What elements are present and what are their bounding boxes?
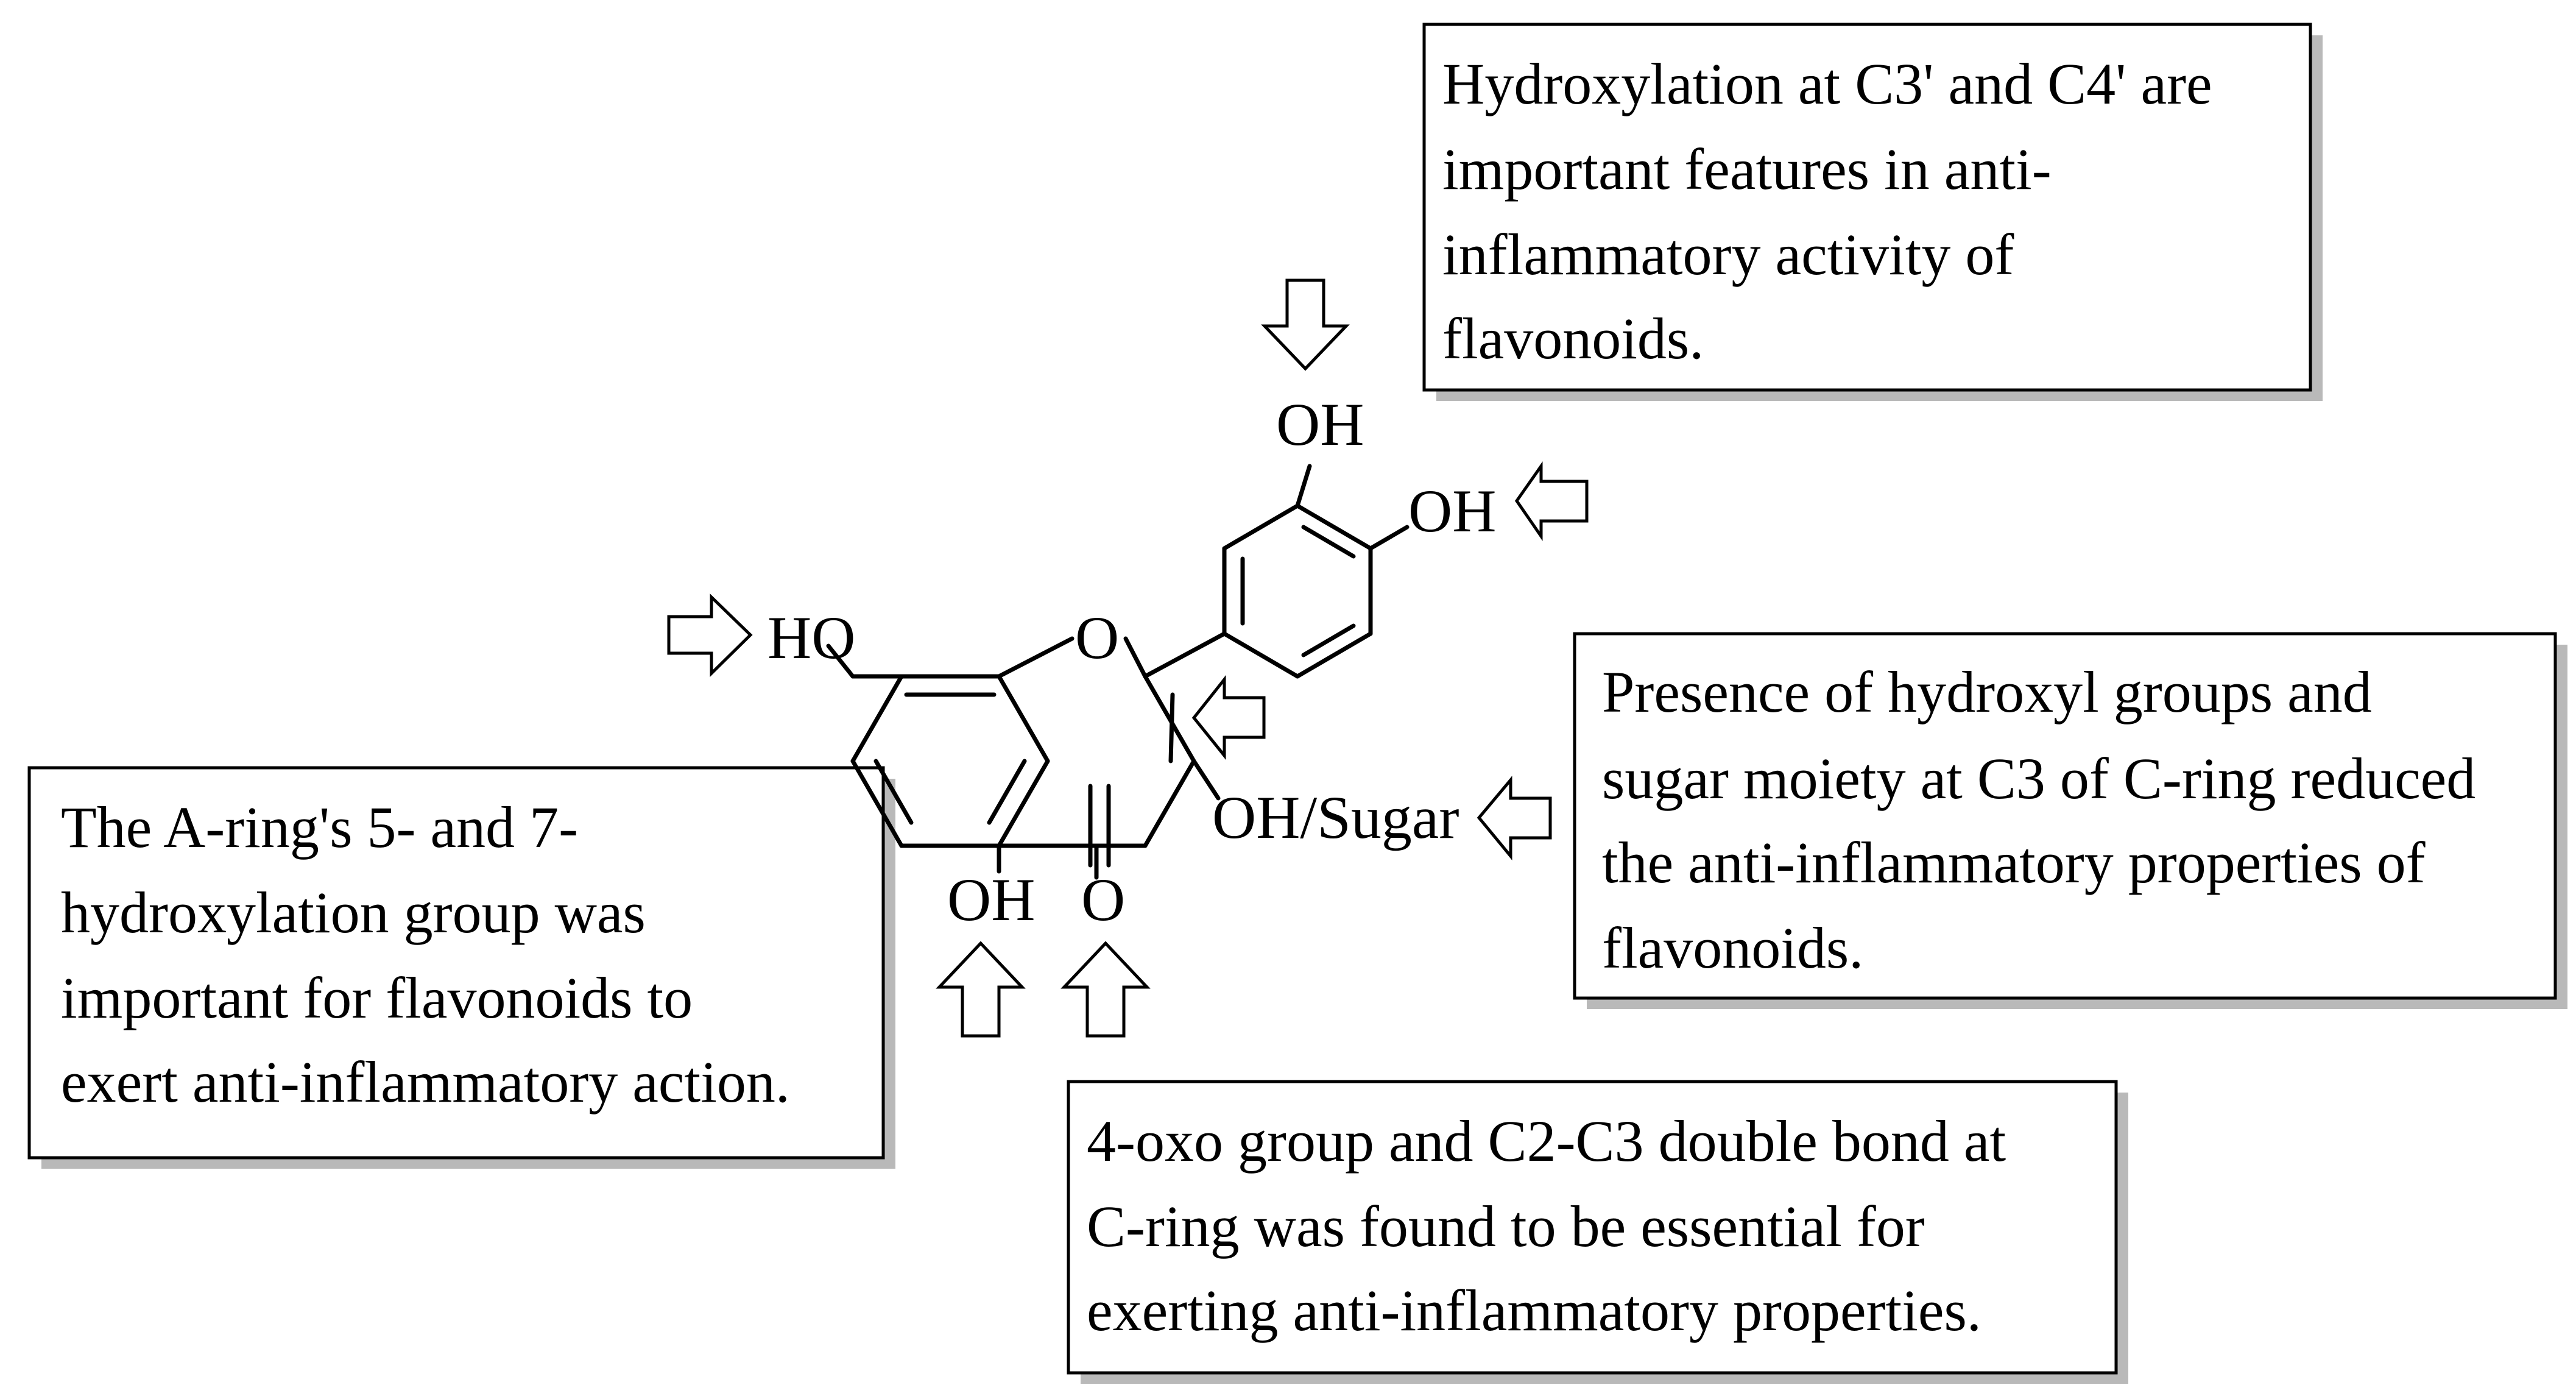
- box-line: flavonoids.: [1442, 306, 1704, 371]
- atom-label-oh-5: OH: [947, 866, 1035, 934]
- bond: [1368, 525, 1410, 551]
- atom-label-ring-oxygen: O: [1075, 604, 1119, 671]
- box-line: 4-oxo group and C2-C3 double bond at: [1087, 1108, 2006, 1174]
- left-arrow-icon: [1477, 776, 1552, 860]
- left-arrow-icon: [1191, 675, 1266, 760]
- bond: [997, 636, 1075, 679]
- annotation-box-sugar-moiety-c3: Presence of hydroxyl groups and sugar mo…: [1573, 632, 2567, 1009]
- annotation-box-frame: [1067, 1080, 2118, 1375]
- box-line: important features in anti-: [1442, 136, 2052, 202]
- box-line: hydroxylation group was: [61, 880, 646, 945]
- box-line: The A-ring's 5- and 7-: [61, 795, 578, 860]
- box-line: the anti-inflammatory properties of: [1602, 830, 2426, 895]
- left-arrow-icon: [1514, 461, 1589, 542]
- bond: [1191, 759, 1221, 801]
- bond: [826, 643, 855, 679]
- bond: [1222, 503, 1300, 551]
- box-line: Hydroxylation at C3' and C4' are: [1442, 51, 2212, 116]
- bond: [1143, 631, 1227, 679]
- box-line: exerting anti-inflammatory properties.: [1087, 1278, 1981, 1343]
- annotation-box-frame: [27, 766, 885, 1160]
- annotation-box-a-ring-hydroxylation: The A-ring's 5- and 7- hydroxylation gro…: [27, 766, 895, 1169]
- up-arrow-icon: [1060, 941, 1151, 1038]
- atom-label-oh-3prime: OH: [1276, 391, 1364, 458]
- bond: [1295, 503, 1373, 551]
- atom-label-oh-4prime: OH: [1408, 477, 1496, 545]
- box-line: exert anti-inflammatory action.: [61, 1049, 790, 1114]
- annotation-box-frame: [1422, 23, 2312, 392]
- bond: [997, 674, 1050, 764]
- double-bond: [1301, 623, 1356, 657]
- down-arrow-icon: [1261, 278, 1350, 371]
- bond: [1222, 631, 1300, 679]
- box-line: important for flavonoids to: [61, 965, 693, 1030]
- double-bond: [987, 759, 1027, 825]
- box-line: inflammatory activity of: [1442, 222, 2014, 287]
- double-bond-c2-c3: [1168, 692, 1175, 764]
- bond: [1295, 464, 1312, 508]
- box-line: C-ring was found to be essential for: [1087, 1194, 1925, 1259]
- up-arrow-icon: [936, 941, 1026, 1038]
- bond: [1123, 636, 1148, 679]
- bond: [1143, 759, 1196, 848]
- right-arrow-icon: [667, 593, 753, 677]
- box-line: sugar moiety at C3 of C-ring reduced: [1602, 746, 2475, 811]
- bond: [997, 759, 1050, 848]
- flavonoid-structure: OH OH HO O OH/Sugar OH O: [768, 391, 1496, 934]
- box-line: flavonoids.: [1602, 915, 1863, 980]
- double-bond: [1301, 525, 1356, 559]
- atom-label-oh-sugar-3: OH/Sugar: [1212, 784, 1459, 851]
- bond: [1295, 631, 1373, 679]
- annotation-box-hydroxylation-c3-c4: Hydroxylation at C3' and C4' are importa…: [1422, 23, 2323, 401]
- atom-label-oxo-4: O: [1081, 866, 1125, 934]
- annotation-box-4-oxo-c2-c3: 4-oxo group and C2-C3 double bond at C-r…: [1067, 1080, 2128, 1384]
- atom-label-ho-7: HO: [768, 604, 855, 671]
- bond: [1143, 674, 1196, 764]
- double-bond: [873, 759, 914, 825]
- bond: [850, 759, 904, 848]
- annotation-box-frame: [1573, 632, 2557, 1000]
- bond: [850, 674, 904, 764]
- box-line: Presence of hydroxyl groups and: [1602, 659, 2372, 725]
